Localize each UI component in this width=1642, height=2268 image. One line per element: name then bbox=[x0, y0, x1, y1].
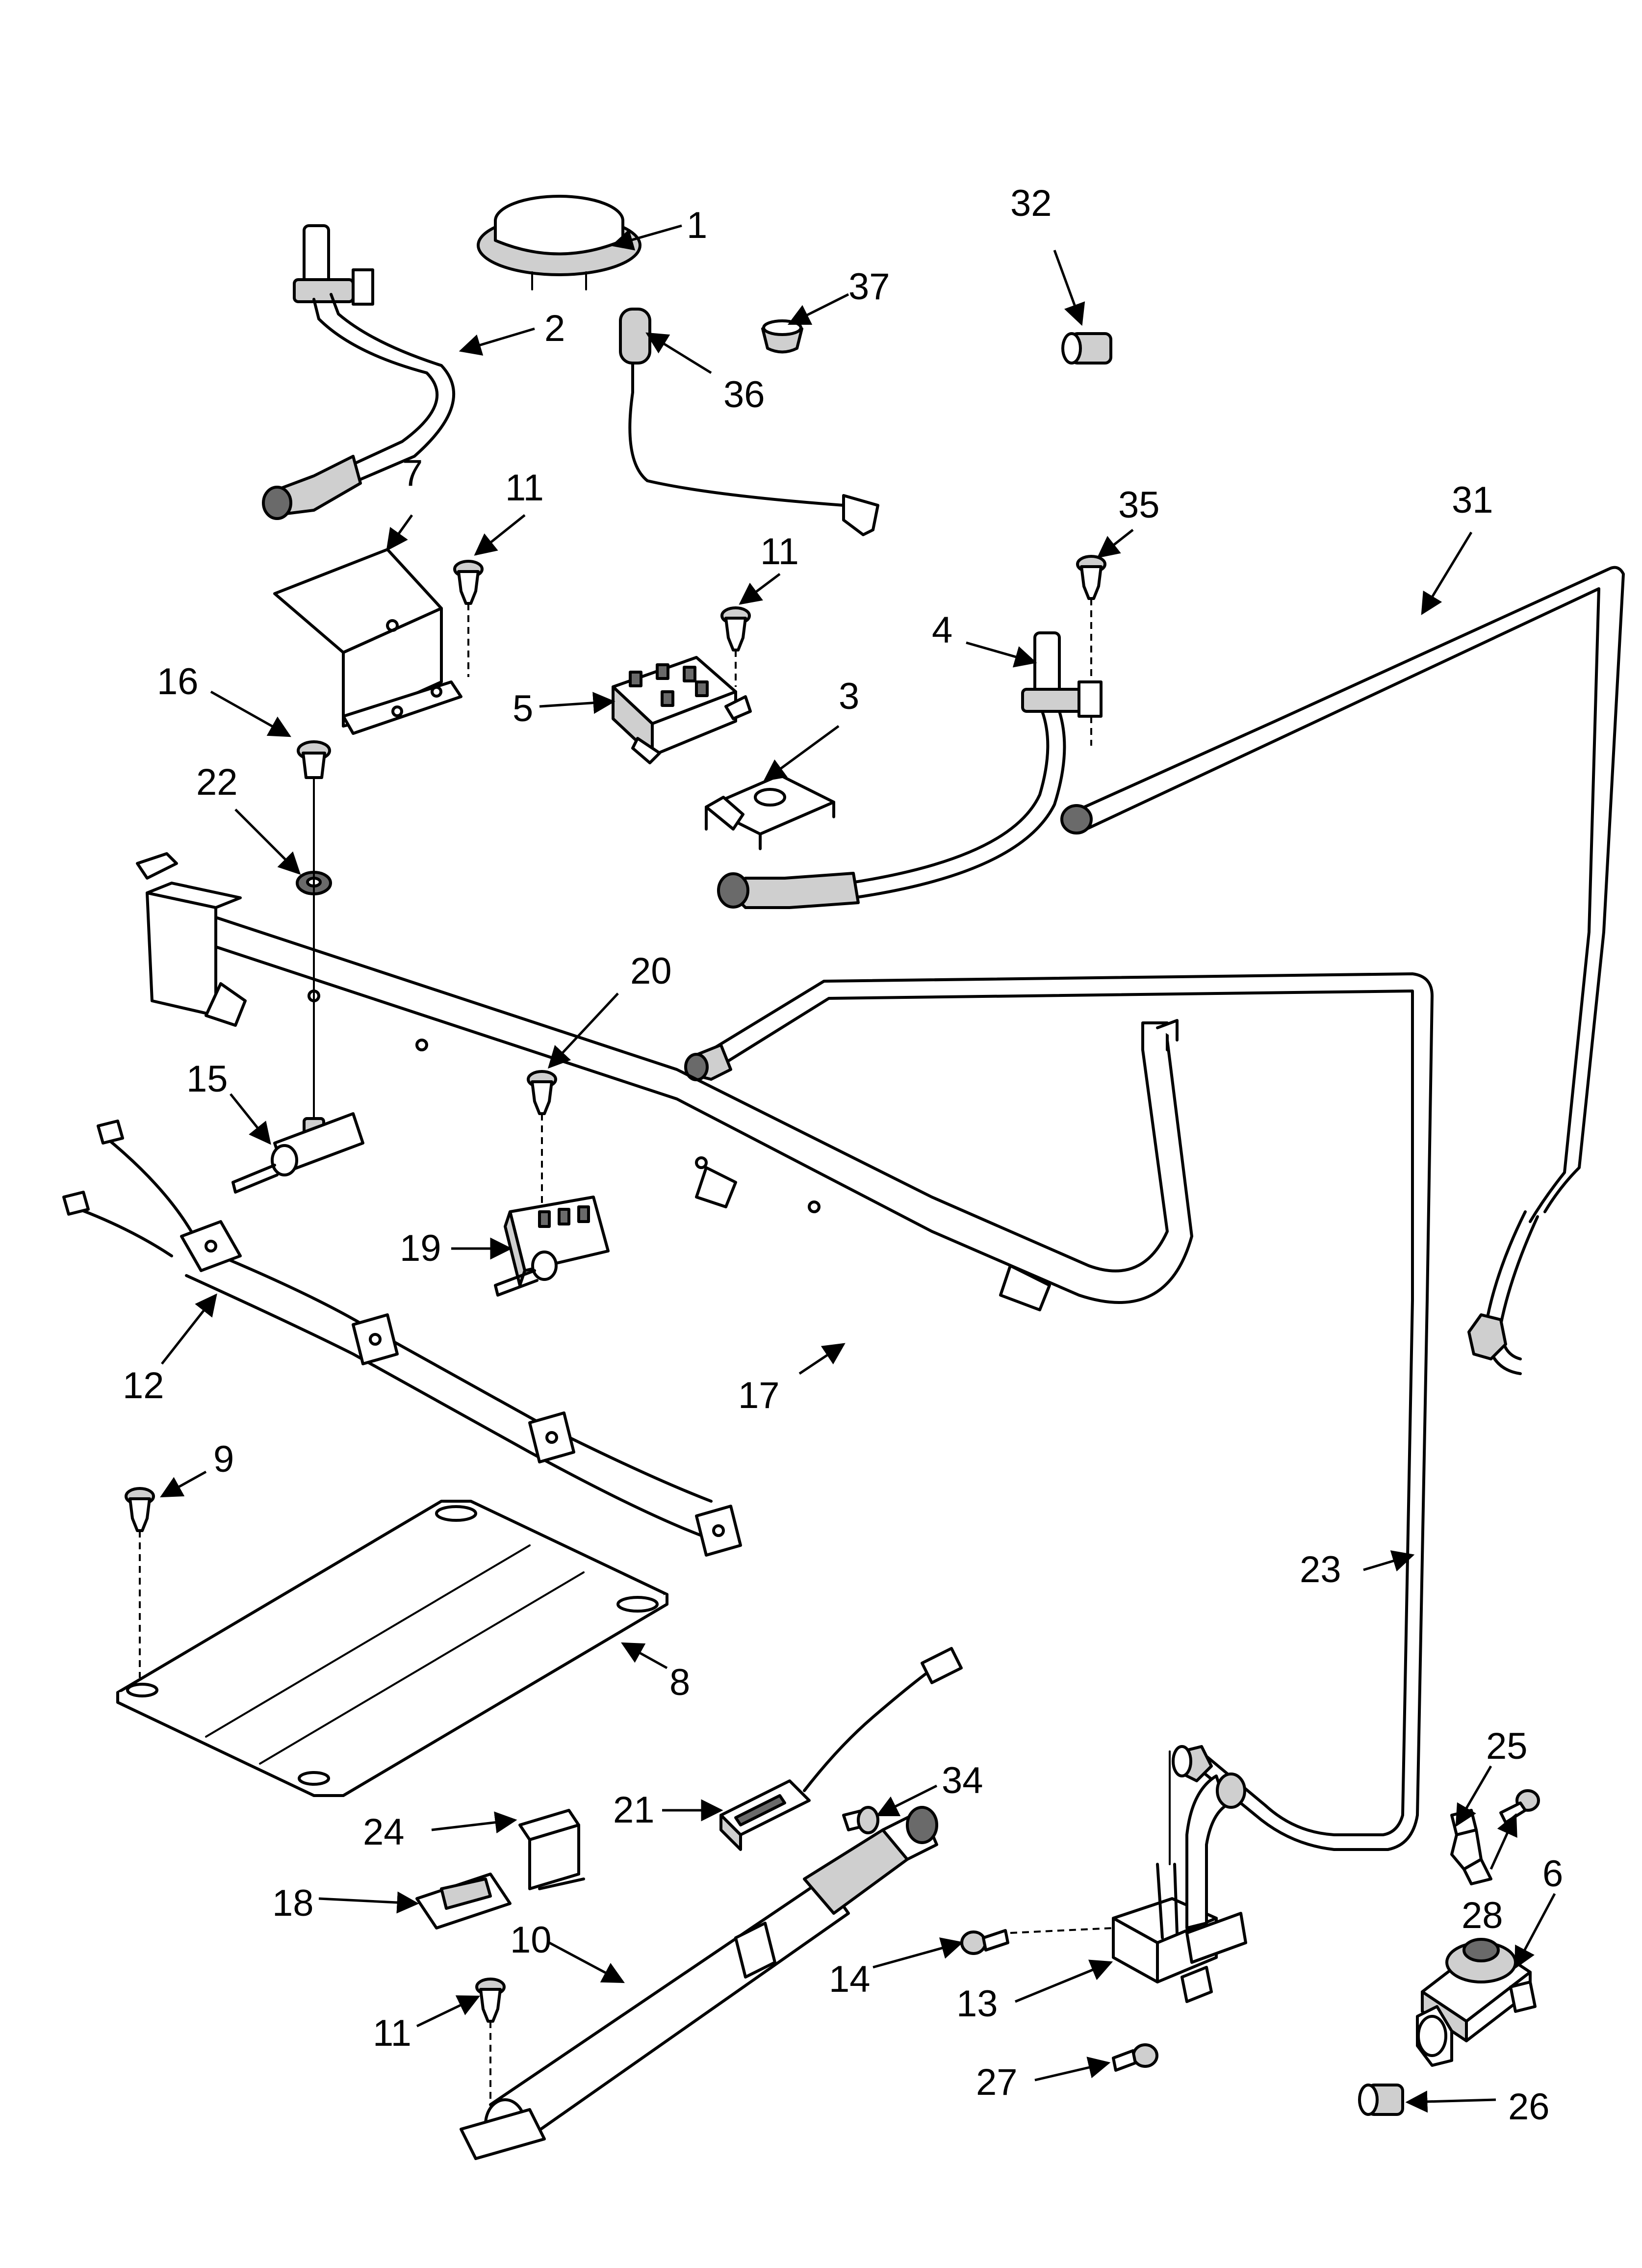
dash-14 bbox=[1010, 1927, 1114, 1934]
callout-3: 3 bbox=[839, 676, 859, 717]
callout-26: 26 bbox=[1508, 2086, 1550, 2128]
callout-17: 17 bbox=[738, 1375, 780, 1416]
part-23-gas-tube bbox=[684, 972, 1507, 1851]
part-24-bracket bbox=[518, 1809, 585, 1890]
callout-11-b: 11 bbox=[760, 531, 799, 573]
callout-4: 4 bbox=[932, 609, 952, 651]
part-11-screw-b bbox=[720, 606, 751, 652]
callout-15: 15 bbox=[186, 1058, 228, 1100]
callout-31: 31 bbox=[1452, 479, 1493, 521]
leader-arrows bbox=[160, 224, 1556, 2113]
callout-23: 23 bbox=[1300, 1549, 1341, 1590]
part-36-igniter bbox=[619, 308, 879, 536]
part-14-screw bbox=[960, 1929, 1009, 1955]
part-15-valve bbox=[231, 1112, 364, 1194]
callout-24: 24 bbox=[363, 1811, 405, 1853]
callout-36: 36 bbox=[723, 374, 765, 416]
callout-9: 9 bbox=[213, 1438, 234, 1480]
part-6-regulator bbox=[1416, 1938, 1537, 2067]
part-9-screw bbox=[125, 1487, 155, 1532]
callout-19: 19 bbox=[400, 1227, 441, 1269]
callout-7: 7 bbox=[402, 452, 423, 494]
part-1-burner-cap bbox=[477, 195, 641, 290]
callout-32: 32 bbox=[1010, 182, 1052, 224]
part-21-igniter bbox=[719, 1647, 963, 1851]
callout-14: 14 bbox=[829, 1958, 871, 2000]
callout-13: 13 bbox=[956, 1983, 998, 2025]
part-32-fitting bbox=[1061, 332, 1112, 365]
callout-labels: 1 2 36 37 32 7 11 11 35 31 4 5 3 16 22 2… bbox=[123, 182, 1563, 2128]
part-18-clip bbox=[415, 1873, 512, 1929]
part-2-burner-tube bbox=[262, 224, 456, 520]
callout-35: 35 bbox=[1118, 484, 1160, 526]
part-11-screw-a bbox=[453, 560, 484, 605]
part-11-screw-c bbox=[475, 1978, 506, 2023]
callout-25: 25 bbox=[1486, 1725, 1528, 1767]
part-26-fitting bbox=[1358, 2084, 1404, 2116]
callout-12: 12 bbox=[123, 1365, 164, 1407]
callout-37: 37 bbox=[848, 266, 890, 308]
callout-18: 18 bbox=[272, 1882, 314, 1924]
part-3-bracket bbox=[705, 774, 835, 850]
part-19-switch bbox=[494, 1196, 610, 1297]
callout-20: 20 bbox=[630, 950, 672, 992]
part-5-spark-module bbox=[612, 656, 752, 764]
part-28-screw bbox=[1499, 1789, 1540, 1824]
part-7-shield bbox=[273, 548, 462, 735]
part-37-grommet bbox=[761, 319, 803, 354]
part-20-screw bbox=[527, 1070, 557, 1115]
part-13-oven-valve bbox=[1112, 1750, 1247, 2003]
callout-5: 5 bbox=[513, 688, 533, 730]
callout-6: 6 bbox=[1542, 1853, 1563, 1895]
callout-11-c: 11 bbox=[373, 2012, 411, 2054]
callout-27: 27 bbox=[976, 2061, 1018, 2103]
part-27-screw bbox=[1112, 2043, 1158, 2072]
part-8-plate bbox=[116, 1500, 668, 1797]
part-16-screw bbox=[297, 740, 331, 779]
callout-2: 2 bbox=[544, 308, 565, 349]
callout-16: 16 bbox=[157, 661, 199, 703]
part-35-screw bbox=[1076, 555, 1106, 600]
callout-1: 1 bbox=[687, 205, 707, 246]
part-17-manifold bbox=[136, 852, 1193, 1311]
callout-22: 22 bbox=[196, 761, 238, 803]
callout-21: 21 bbox=[613, 1789, 655, 1831]
callout-10: 10 bbox=[510, 1919, 552, 1961]
callout-8: 8 bbox=[669, 1662, 690, 1703]
part-12-harness bbox=[62, 1120, 742, 1557]
part-34-screw bbox=[842, 1806, 879, 1834]
part-31-gas-tube bbox=[1060, 566, 1625, 1375]
callout-28: 28 bbox=[1462, 1895, 1503, 1936]
callout-34: 34 bbox=[942, 1760, 983, 1801]
callout-11-a: 11 bbox=[505, 467, 544, 509]
part-10-oven-burner bbox=[460, 1806, 938, 2160]
part-4-burner-tube bbox=[717, 631, 1103, 909]
